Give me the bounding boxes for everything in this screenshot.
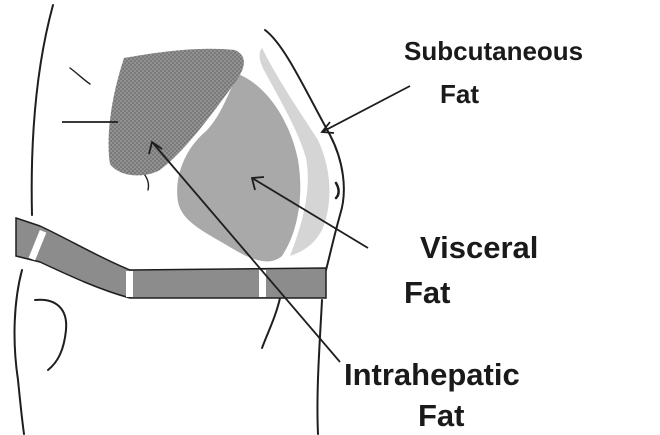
visceral-label: Visceral Fat bbox=[404, 230, 547, 310]
intrahepatic-label: Intrahepatic Fat bbox=[344, 357, 528, 433]
intrahepatic-label-line-1: Intrahepatic bbox=[344, 357, 520, 392]
navel-mark bbox=[336, 183, 339, 198]
subcutaneous-label-line-1: Subcutaneous bbox=[404, 36, 583, 66]
leg-contour bbox=[35, 300, 66, 370]
subcutaneous-label: Subcutaneous Fat bbox=[404, 36, 590, 109]
subcutaneous-pointer bbox=[322, 86, 410, 132]
visceral-label-line-1: Visceral bbox=[420, 230, 538, 265]
intrahepatic-label-line-2: Fat bbox=[418, 398, 465, 433]
body-left-edge bbox=[32, 5, 53, 215]
stomach-crease bbox=[262, 298, 280, 348]
chest-contour bbox=[70, 68, 90, 84]
visceral-label-line-2: Fat bbox=[404, 275, 451, 310]
hip-left-edge bbox=[15, 270, 24, 434]
hip-right-edge bbox=[317, 300, 322, 434]
subcutaneous-label-line-2: Fat bbox=[440, 79, 479, 109]
belt-gap-2 bbox=[126, 271, 133, 297]
